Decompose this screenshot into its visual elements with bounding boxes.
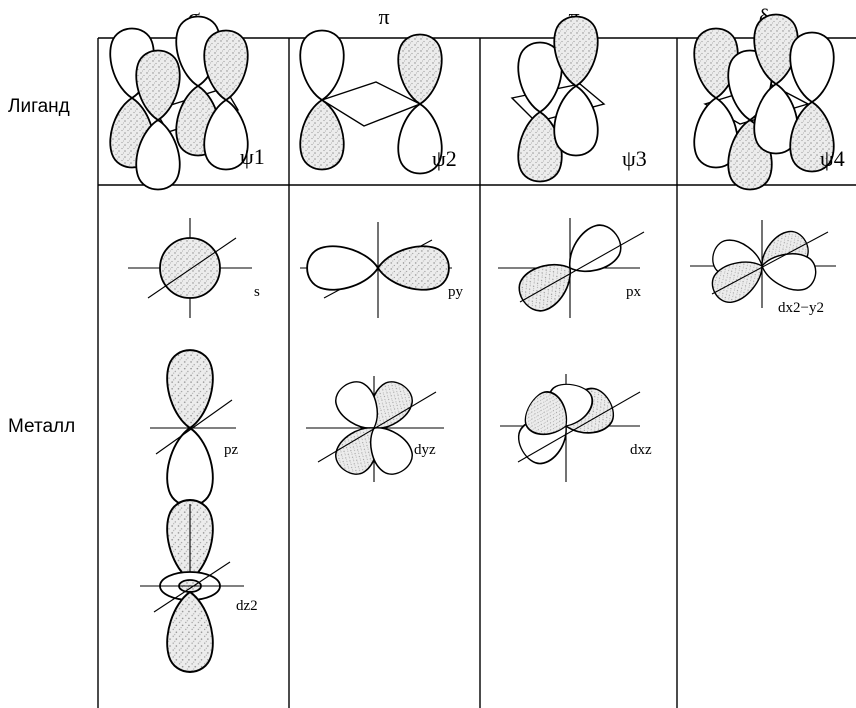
metal-label-dx2-y2: dx2−y2 — [778, 300, 824, 316]
ligand-orbital-psi4 — [694, 15, 834, 190]
metal-orbital-px — [498, 218, 644, 318]
row-label-ligand: Лиганд — [8, 96, 70, 117]
ligand-label-psi4: ψ4 — [820, 146, 845, 171]
header-pi-1: π — [378, 4, 389, 29]
metal-orbital-dxz — [500, 374, 640, 482]
metal-label-pz: pz — [224, 442, 239, 458]
metal-label-s: s — [254, 284, 260, 300]
row-label-metal: Металл — [8, 416, 75, 437]
metal-label-dxz: dxz — [630, 442, 652, 458]
metal-orbital-dz2 — [140, 500, 244, 672]
metal-orbital-pz — [150, 350, 236, 506]
ligand-label-psi3: ψ3 — [622, 146, 647, 171]
metal-orbital-dx2-y2 — [690, 220, 836, 309]
metal-orbital-dyz — [306, 375, 444, 482]
ligand-label-psi1: ψ1 — [240, 144, 265, 169]
metal-label-dz2: dz2 — [236, 598, 258, 614]
ligand-label-psi2: ψ2 — [432, 146, 457, 171]
ligand-orbital-psi3 — [512, 17, 604, 182]
metal-label-dyz: dyz — [414, 442, 436, 458]
metal-label-px: px — [626, 284, 642, 300]
ligand-orbital-psi2 — [300, 31, 442, 174]
metal-orbital-py — [300, 222, 452, 318]
metal-orbital-s — [128, 218, 252, 318]
metal-label-py: py — [448, 284, 464, 300]
ligand-orbital-psi1 — [110, 17, 248, 190]
